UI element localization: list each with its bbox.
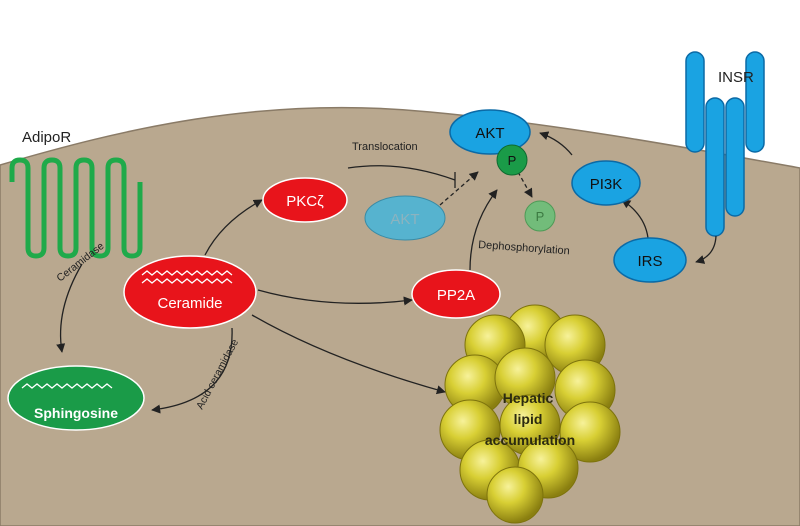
akt-node: AKT	[449, 109, 531, 155]
pi3k-label: PI3K	[590, 176, 623, 193]
phospho-label: P	[508, 153, 517, 168]
pp2a-node: PP2A	[411, 269, 501, 319]
sphingosine-label: Sphingosine	[34, 405, 118, 421]
insr-label: INSR	[718, 69, 754, 86]
arrow-ceramide-to-pkcz	[204, 199, 263, 256]
phospho-removed-label: P	[536, 209, 545, 224]
akt-label: AKT	[475, 125, 504, 142]
pathway-arrows	[56, 131, 717, 414]
arrow-akt-inactive-to-akt	[439, 171, 479, 206]
pi3k-node: PI3K	[571, 160, 641, 206]
phospho-removed-node: P	[524, 200, 556, 232]
irs-node: IRS	[613, 237, 687, 283]
adipor-receptor	[9, 157, 143, 259]
pkcz-node: PKCζ	[262, 177, 348, 223]
irs-label: IRS	[637, 253, 662, 270]
arrow-pi3k-to-akt	[539, 131, 573, 156]
pp2a-label: PP2A	[437, 287, 475, 304]
phospho-node: P	[496, 144, 528, 176]
dashed-arrows	[439, 171, 533, 206]
ceramide-node: Ceramide	[123, 255, 257, 329]
arrow-insr-to-irs	[695, 235, 717, 264]
arrow-phospho-removal	[517, 171, 533, 198]
lipid-label: Hepatic lipid accumulation	[485, 390, 575, 448]
arrow-ceramide-to-lipid	[251, 314, 446, 395]
akt-inactive-node: AKT	[364, 195, 446, 241]
lipid-droplet-cluster	[439, 304, 621, 524]
arrow-pp2a-to-phospho	[469, 189, 498, 271]
adipor-label: AdipoR	[22, 129, 71, 146]
edge-label-translocation: Translocation	[352, 141, 418, 153]
arrow-ceramide-to-sphingosine-acid	[151, 327, 233, 414]
arrow-irs-to-pi3k	[621, 199, 649, 239]
cell-body	[0, 106, 800, 526]
arrow-ceramide-to-pp2a	[257, 289, 413, 306]
sphingosine-node: Sphingosine	[7, 365, 145, 431]
pkcz-label: PKCζ	[286, 193, 324, 210]
ceramide-label: Ceramide	[157, 295, 222, 312]
arrow-adipor-to-sphingosine	[56, 263, 83, 353]
akt-inactive-label: AKT	[390, 211, 419, 228]
inhibit-pkcz-to-akt	[347, 165, 456, 181]
insr-receptor	[685, 51, 765, 237]
